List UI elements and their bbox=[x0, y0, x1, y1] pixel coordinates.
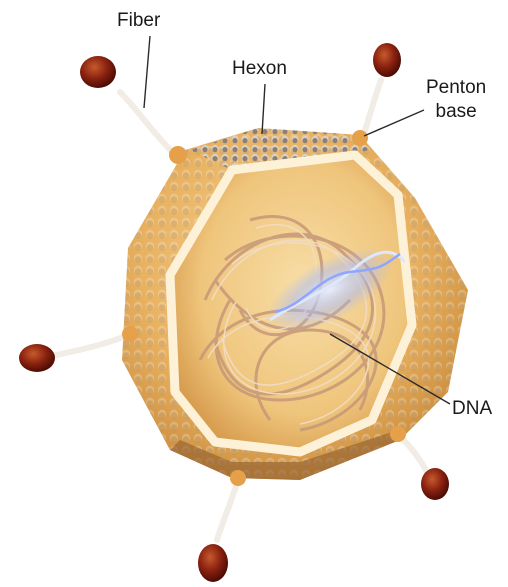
fiber-knob bbox=[80, 56, 116, 88]
fiber-leader-line bbox=[144, 36, 150, 108]
penton-base-label: Penton base bbox=[426, 76, 486, 124]
penton-base-label-line1: Penton bbox=[426, 76, 486, 100]
fiber-knob bbox=[373, 43, 401, 77]
fiber-shaft bbox=[217, 480, 238, 540]
penton-base bbox=[122, 326, 138, 342]
penton-base bbox=[169, 146, 187, 164]
fiber-shaft bbox=[120, 92, 178, 158]
penton-base-label-line2: base bbox=[426, 100, 486, 124]
penton-base bbox=[230, 470, 246, 486]
fiber-knob bbox=[421, 468, 449, 500]
hexon-leader-line bbox=[262, 84, 265, 134]
dna-label: DNA bbox=[452, 398, 492, 420]
fiber-shaft bbox=[362, 80, 381, 140]
fiber-knob bbox=[198, 544, 228, 582]
fiber-knob bbox=[19, 344, 55, 372]
hexon-label: Hexon bbox=[232, 58, 287, 80]
fiber-label: Fiber bbox=[117, 10, 160, 32]
penton-base bbox=[352, 130, 368, 146]
penton-base bbox=[390, 426, 406, 442]
fiber-shaft bbox=[52, 334, 130, 356]
